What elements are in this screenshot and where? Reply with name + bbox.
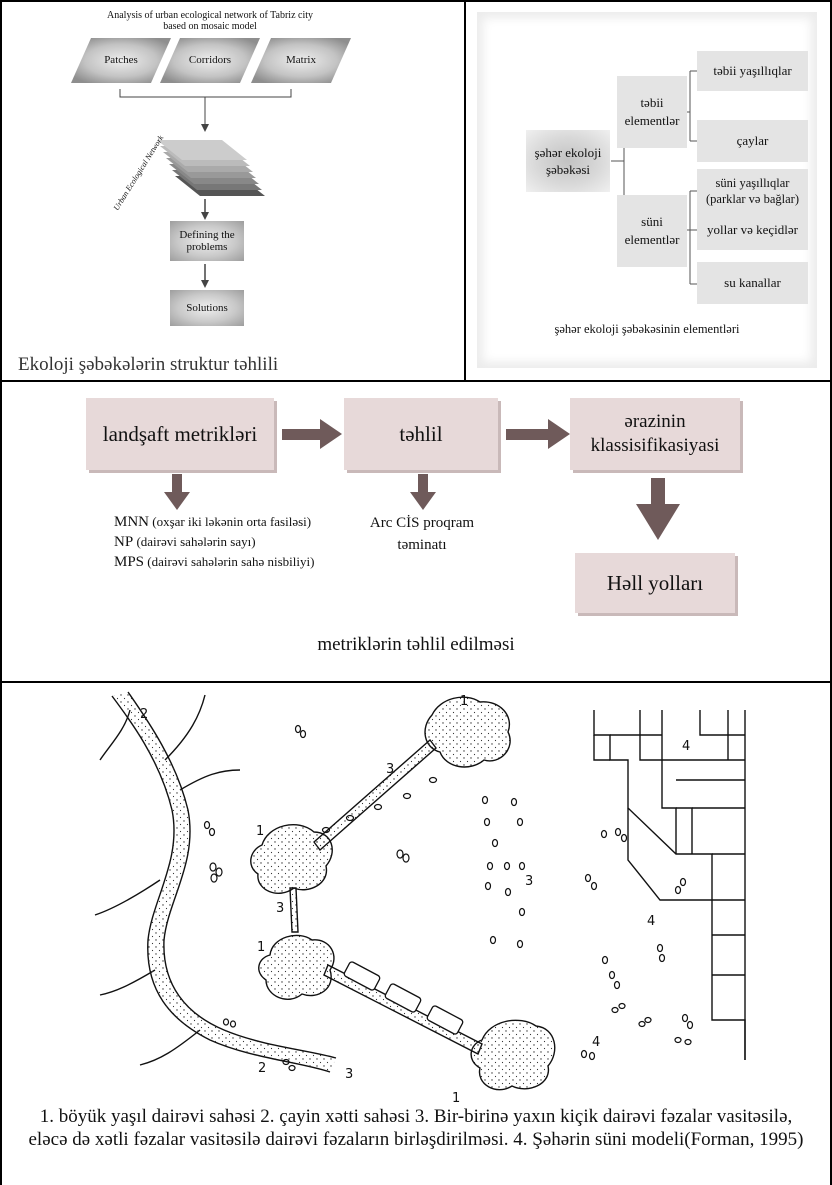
patch-left	[250, 824, 333, 894]
patch-top-right	[424, 696, 511, 768]
corridors-label: Corridors	[188, 54, 232, 66]
label-2-river-bottom: 2	[258, 1061, 266, 1076]
label-1-left: 1	[256, 824, 264, 839]
stepping-stone-3	[426, 1005, 464, 1035]
label-4-bottom: 4	[592, 1035, 600, 1050]
table-border-top	[0, 0, 832, 2]
network-layers-icon	[157, 140, 265, 196]
solutions-box-2: Həll yolları	[575, 553, 735, 613]
stepping-stone-2	[384, 983, 422, 1013]
table-divider-vertical	[464, 0, 466, 381]
label-2-river-top: 2	[140, 707, 148, 722]
label-1-bottom-left: 1	[257, 940, 265, 955]
table-divider-2	[0, 681, 832, 683]
artificial-elements-node: süni elementlər	[617, 195, 687, 267]
label-3-left: 3	[276, 901, 284, 916]
panel3-caption: metriklərin təhlil edilməsi	[317, 634, 515, 655]
software-text: Arc CİS proqram təminatı	[369, 515, 475, 553]
panel1-shapes	[71, 38, 351, 288]
defining-problems-box: Defining the problems	[170, 221, 244, 261]
leaf-roads: yollar və keçidlər	[697, 210, 808, 250]
landscape-metrics-box: landşaft metrikləri	[86, 398, 274, 470]
table-border-right	[830, 0, 832, 1185]
stepping-stone-1	[343, 961, 381, 991]
root-node: şəhər ekoloji şəbəkəsi	[526, 130, 610, 192]
solutions-box: Solutions	[170, 290, 244, 326]
matrix-label: Matrix	[286, 54, 316, 66]
panel2-caption: şəhər ekoloji şəbəkəsinin elementləri	[554, 322, 740, 336]
natural-elements-node: təbii elementlər	[617, 76, 687, 148]
matrix-shape	[251, 38, 351, 83]
label-3-right: 3	[525, 874, 533, 889]
metrics-list: MNN (oxşar iki ləkənin orta fasiləsi) NP…	[114, 512, 314, 572]
panel1-title: Analysis of urban ecological network of …	[107, 10, 313, 32]
table-border-left	[0, 0, 2, 1185]
patch-bottom-right	[470, 1019, 556, 1091]
metric-mps: MPS (dairəvi sahələrin sahə nisbiliyi)	[114, 554, 315, 570]
patches-label: Patches	[104, 54, 138, 66]
label-4-grid: 4	[682, 739, 690, 754]
table-divider-1	[0, 380, 832, 382]
analysis-box: təhlil	[344, 398, 498, 470]
panel4-caption: 1. böyük yaşıl dairəvi sahəsi 2. çayin x…	[28, 1106, 804, 1150]
panel1-caption: Ekoloji şəbəkələrin struktur təhlili	[18, 354, 279, 375]
leaf-artificial-greenery: süni yaşıllıqlar (parklar və bağlar)	[697, 169, 808, 213]
label-1-bottom: 1	[452, 1091, 460, 1106]
leaf-natural-greenery: təbii yaşıllıqlar	[697, 51, 808, 91]
panel3-arrows	[164, 419, 680, 540]
leaf-canals: su kanallar	[697, 262, 808, 304]
label-4-mid: 4	[647, 914, 655, 929]
leaf-rivers: çaylar	[697, 120, 808, 162]
label-1-top: 1	[460, 694, 468, 709]
metric-mnn: MNN (oxşar iki ləkənin orta fasiləsi)	[114, 514, 312, 530]
urban-grid	[593, 710, 746, 1060]
classification-box: ərazinin klassisifikasiyasi	[570, 398, 740, 470]
patches-shape	[71, 38, 171, 83]
small-patches	[203, 724, 694, 1072]
corridors-shape	[160, 38, 260, 83]
label-3-top: 3	[386, 762, 394, 777]
metric-np: NP (dairəvi sahələrin sayı)	[114, 534, 256, 550]
label-3-bottom: 3	[345, 1067, 353, 1082]
patch-bottom-left	[258, 934, 335, 1000]
